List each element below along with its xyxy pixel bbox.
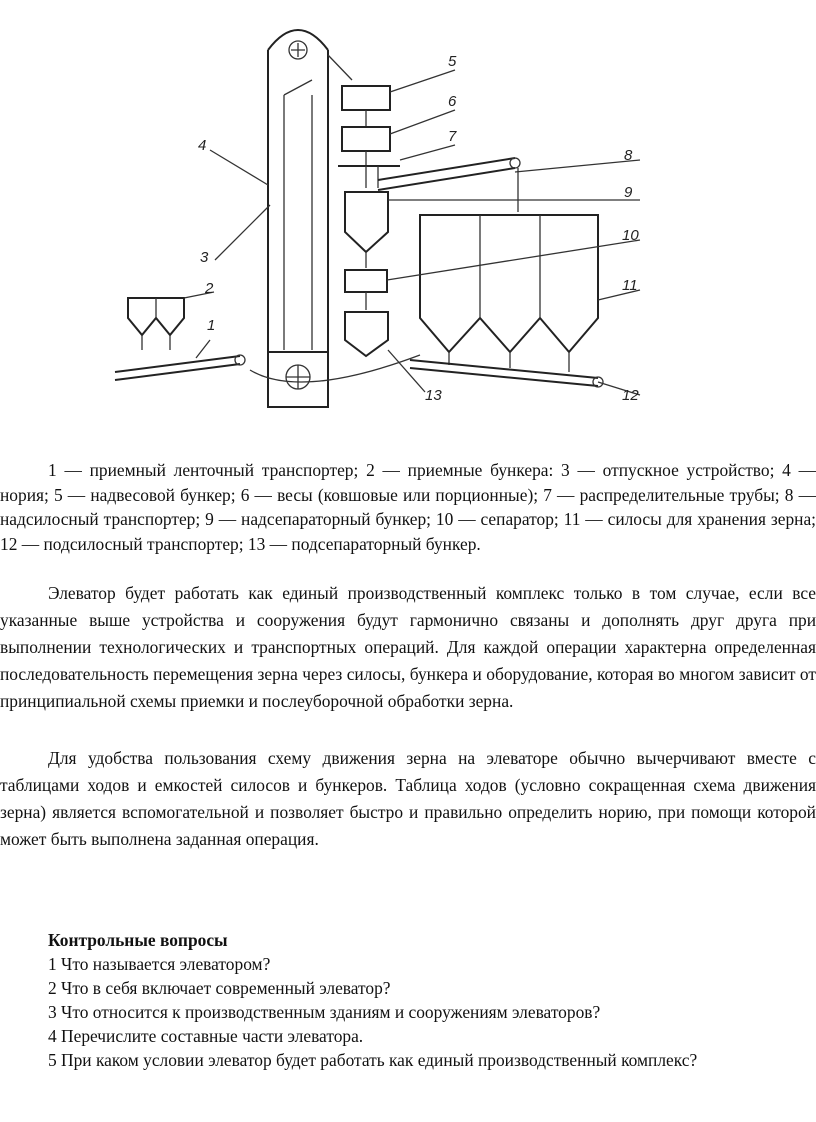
label-10: 10 <box>622 227 639 244</box>
question-5: 5 При каком условии элеватор будет работ… <box>48 1050 698 1070</box>
elevator-diagram: 5 6 7 8 9 10 11 12 13 4 3 2 1 <box>0 0 816 440</box>
question-2: 2 Что в себя включает современный элеват… <box>48 978 391 998</box>
question-1: 1 Что называется элеватором? <box>48 954 271 974</box>
label-1: 1 <box>207 317 215 334</box>
elevator-schematic: 5 6 7 8 9 10 11 12 13 4 3 2 1 <box>114 29 641 408</box>
label-11: 11 <box>622 277 638 294</box>
figure-caption: 1 — приемный ленточный транспортер; 2 — … <box>0 458 816 556</box>
paragraph-1: Элеватор будет работать как единый произ… <box>0 580 816 715</box>
label-7: 7 <box>448 128 457 145</box>
label-6: 6 <box>448 93 457 110</box>
control-questions: Контрольные вопросы 1 Что называется эле… <box>0 928 816 1072</box>
label-3: 3 <box>200 249 209 266</box>
label-12: 12 <box>622 387 639 404</box>
paragraph-2: Для удобства пользования схему движения … <box>0 745 816 853</box>
label-4: 4 <box>198 137 206 154</box>
paragraph-2-text: Для удобства пользования схему движения … <box>0 748 816 849</box>
label-2: 2 <box>204 280 214 297</box>
questions-heading: Контрольные вопросы <box>48 930 228 950</box>
question-4: 4 Перечислите составные части элеватора. <box>48 1026 364 1046</box>
label-5: 5 <box>448 53 457 70</box>
caption-text: 1 — приемный ленточный транспортер; 2 — … <box>0 460 816 554</box>
question-3: 3 Что относится к производственным здани… <box>48 1002 601 1022</box>
label-9: 9 <box>624 184 633 201</box>
label-8: 8 <box>624 147 633 164</box>
paragraph-1-text: Элеватор будет работать как единый произ… <box>0 583 816 711</box>
label-13: 13 <box>425 387 442 404</box>
